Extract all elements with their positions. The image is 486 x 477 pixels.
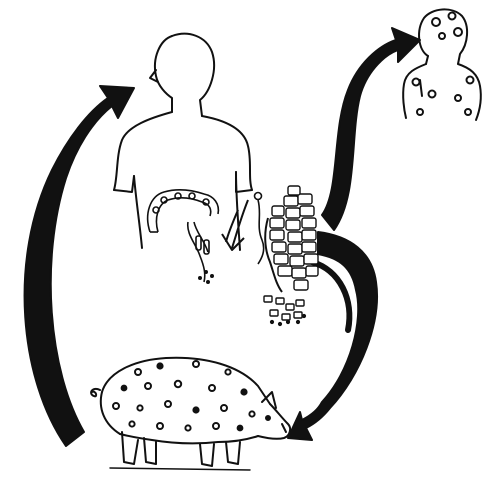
scolex-icon bbox=[255, 193, 264, 265]
intestine-icon bbox=[148, 190, 219, 282]
tapeworm-strobila-icon bbox=[265, 186, 318, 292]
human-torso-icon bbox=[114, 34, 252, 250]
internal-arrow-icon bbox=[222, 200, 248, 250]
pig-cysticerci-icon bbox=[91, 358, 290, 470]
arrow-worm-to-head-cysts bbox=[322, 28, 420, 230]
eggs-icon bbox=[199, 271, 306, 326]
arrow-pig-to-human bbox=[25, 86, 134, 446]
human-head-cysticerci-icon bbox=[403, 9, 481, 120]
